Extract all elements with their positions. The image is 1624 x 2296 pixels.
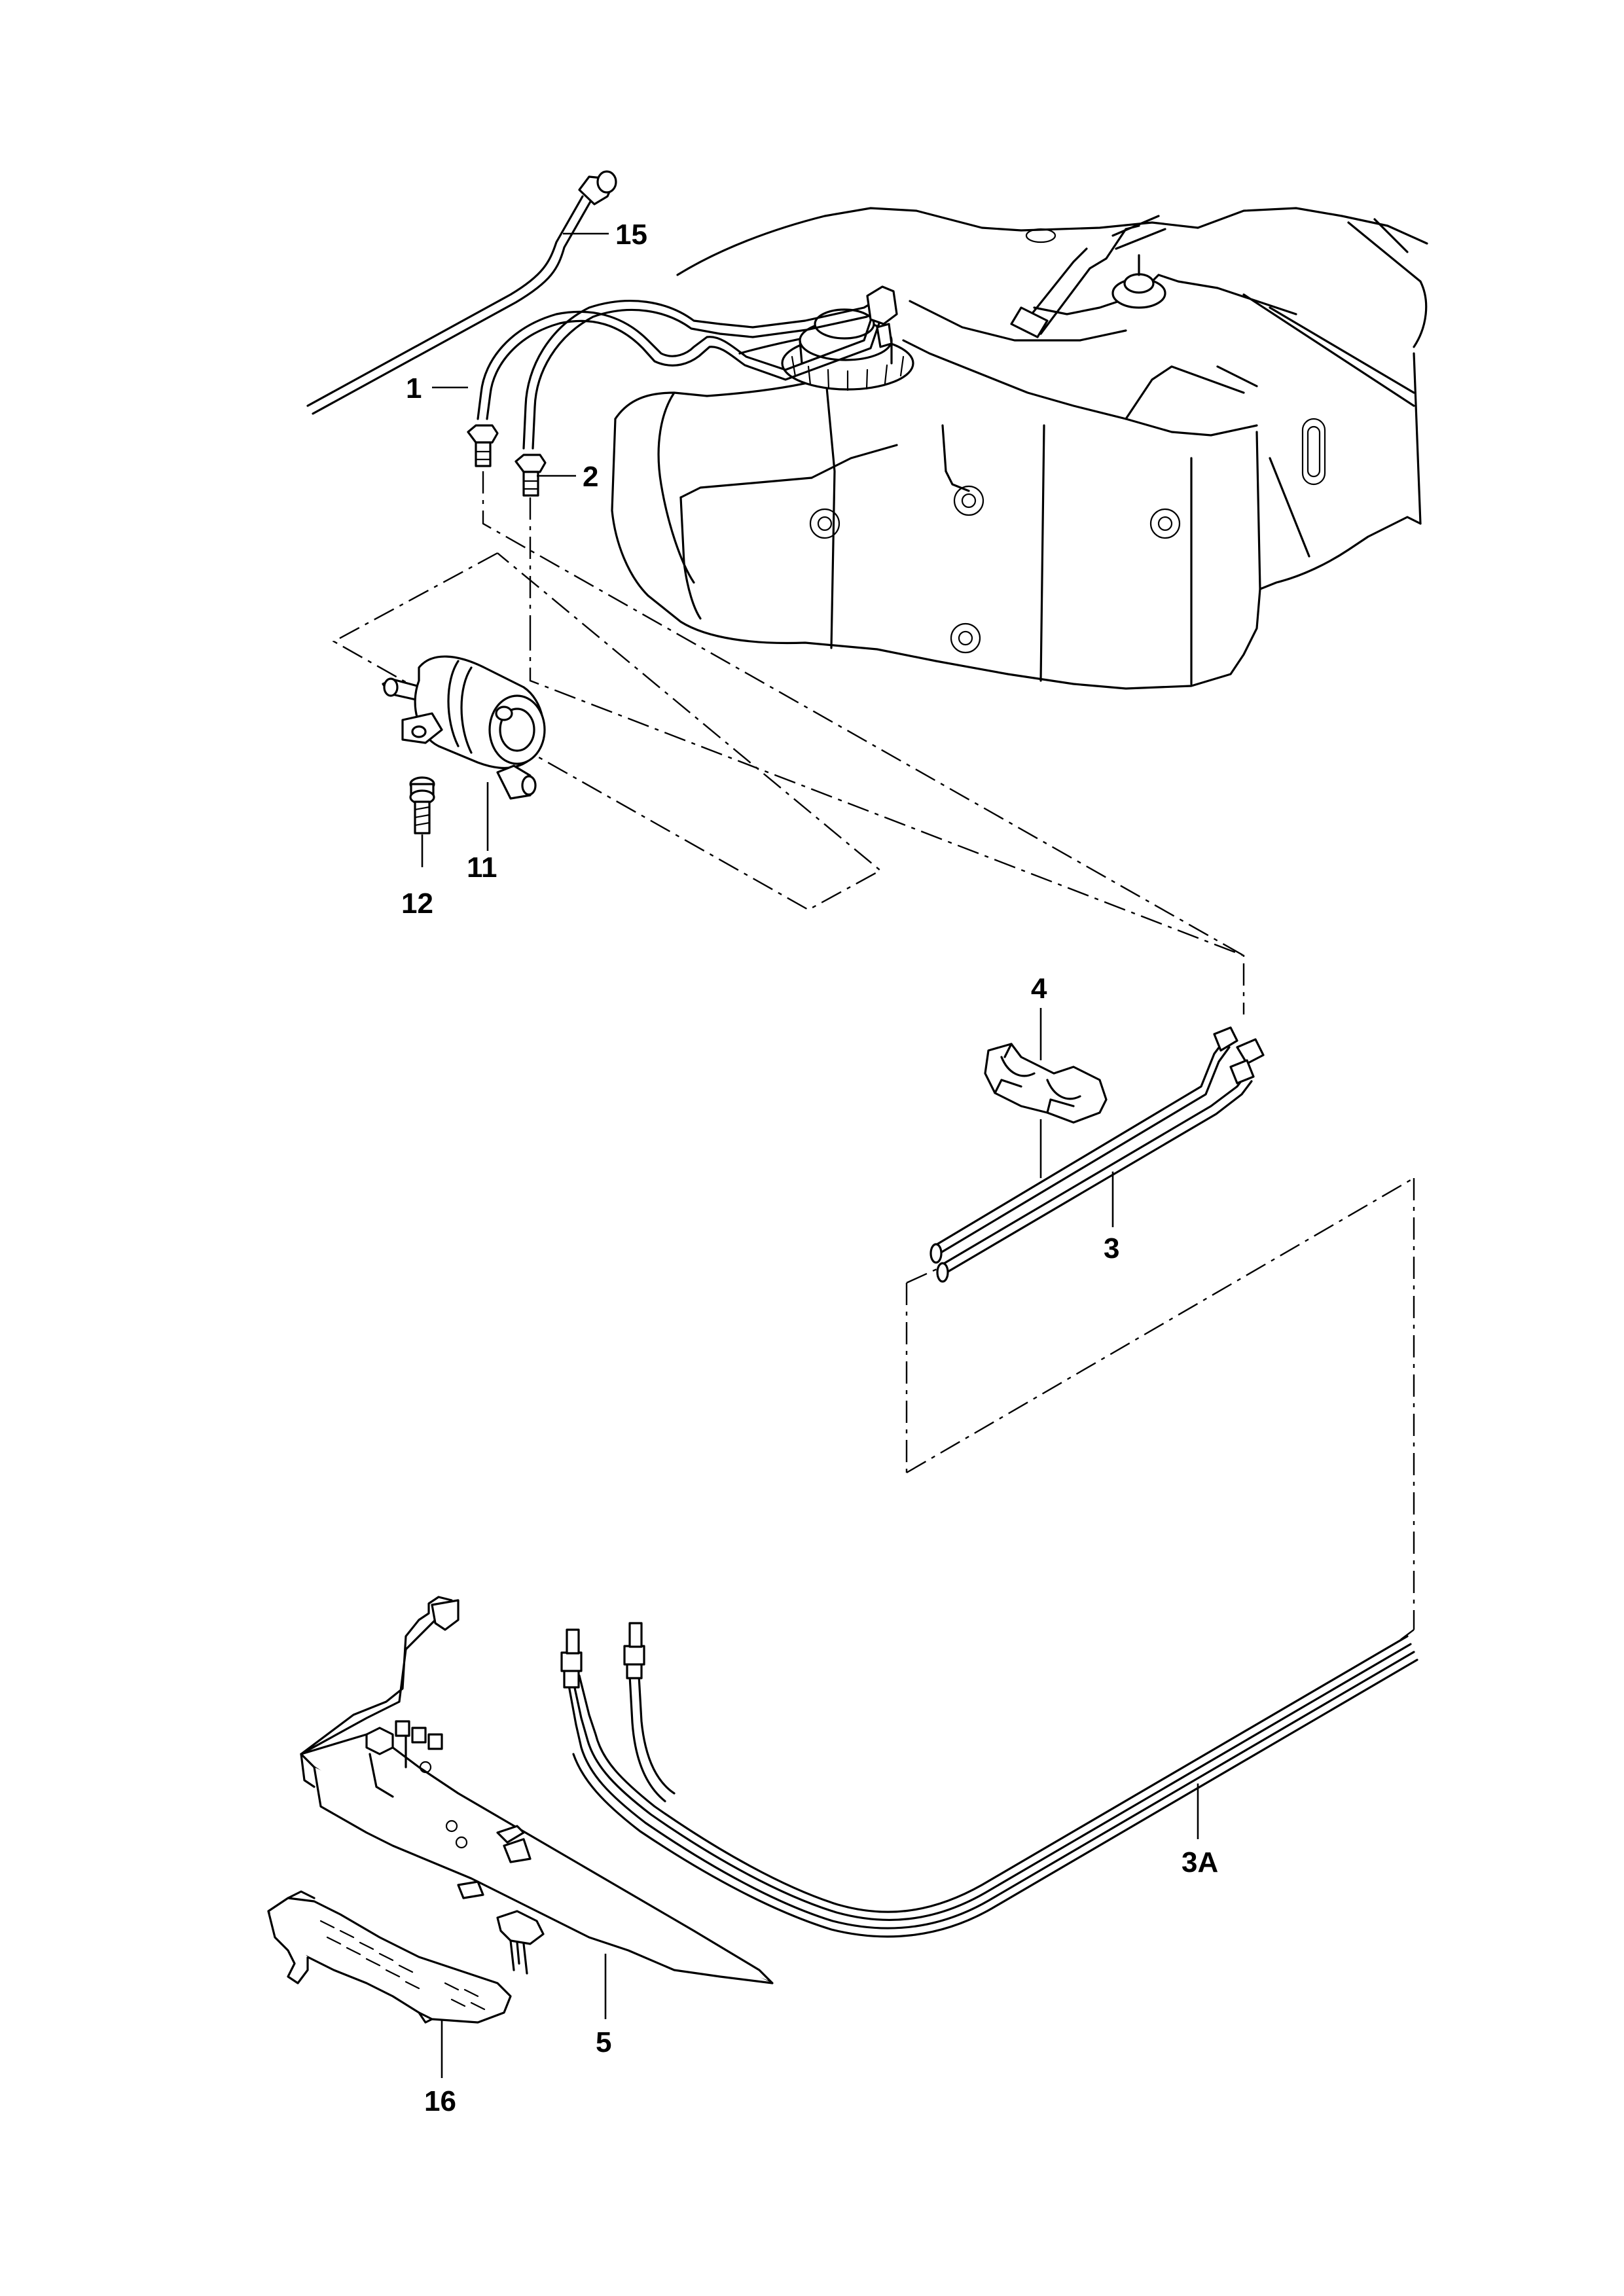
assembly-guide-lines [332, 471, 1415, 1640]
callout-3: 3 [1104, 1232, 1119, 1265]
callout-2: 2 [583, 461, 598, 493]
callout-1: 1 [406, 372, 422, 404]
part-3a-fuel-lines [560, 1622, 1418, 1938]
callout-15: 15 [615, 219, 647, 251]
part-5-pedal-bracket [300, 1596, 774, 1984]
callout-16: 16 [424, 2085, 456, 2117]
part-3-fuel-lines [929, 1026, 1265, 1283]
part-1-2-fuel-lines [467, 285, 898, 497]
callout-12: 12 [401, 888, 433, 920]
callout-5: 5 [596, 2026, 611, 2058]
fuel-tank-drawing [611, 207, 1428, 690]
callout-11: 11 [467, 852, 497, 884]
callout-4: 4 [1031, 973, 1047, 1005]
part-11-fuel-filter [382, 655, 546, 800]
part-12-bolt [409, 776, 435, 834]
callout-labels: 15 1 2 11 12 4 3 3A 5 16 [401, 219, 1218, 2117]
callout-3a: 3A [1182, 1846, 1218, 1878]
part-16-pedal-sensor [267, 1890, 512, 2024]
part-4-line-clip [984, 1043, 1108, 1124]
leader-lines [421, 232, 1199, 2078]
part-15-vent-line [306, 170, 617, 415]
